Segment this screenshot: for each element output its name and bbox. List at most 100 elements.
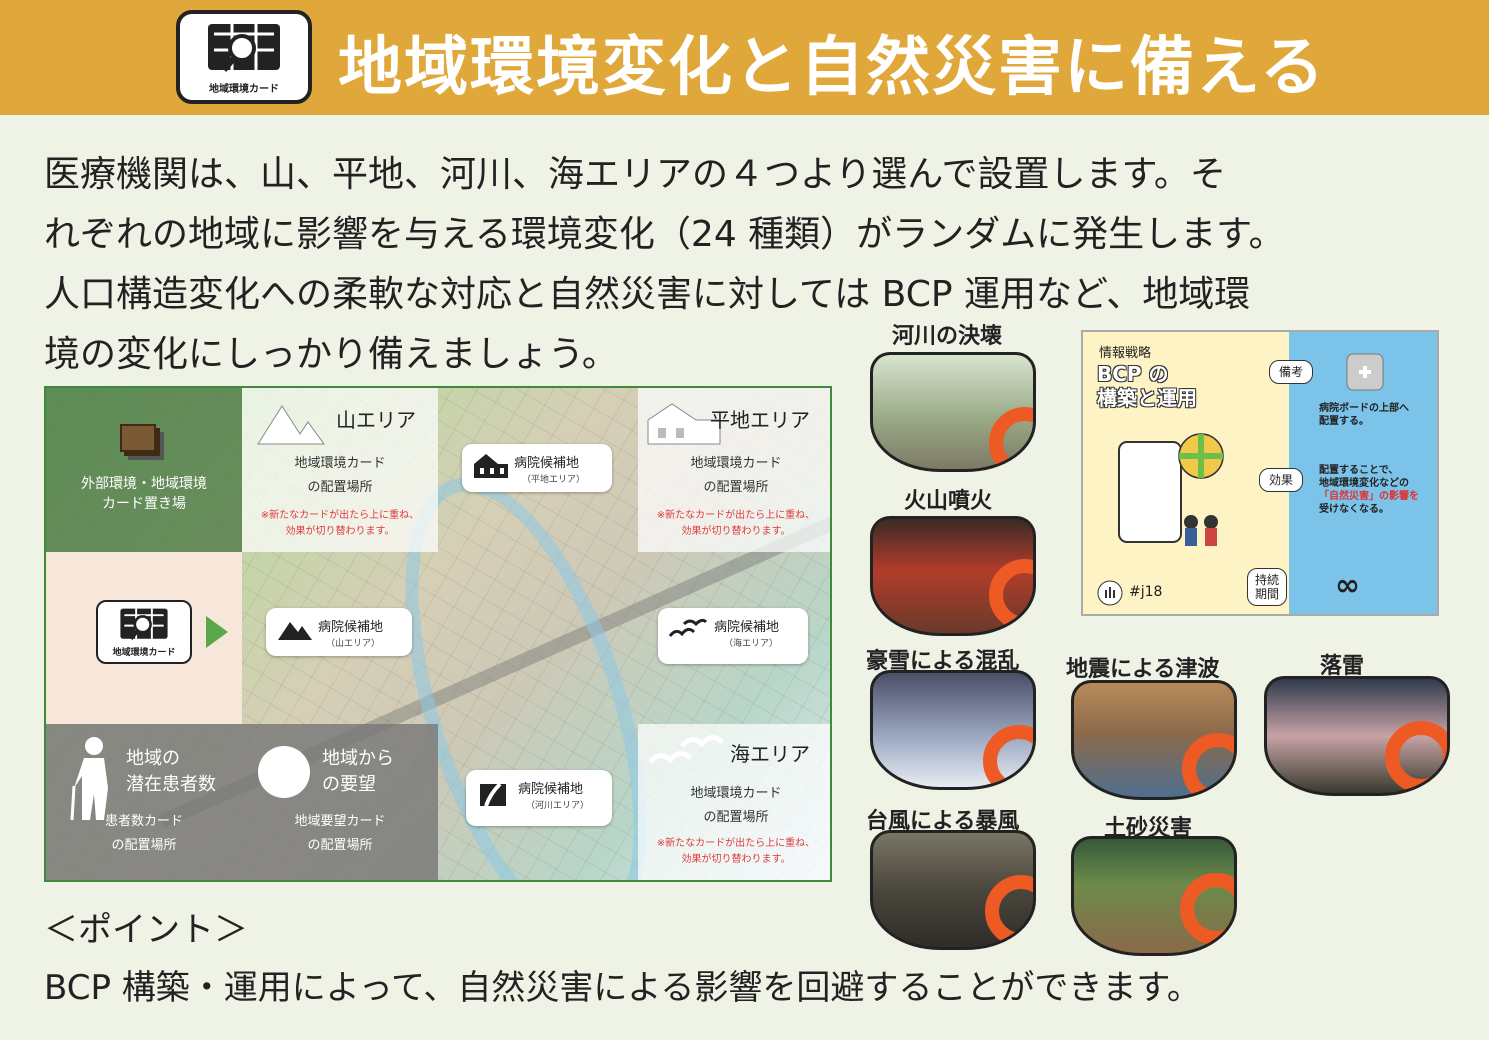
- site-title: 病院候補地: [518, 782, 584, 797]
- outside-card-slot[interactable]: 外部環境・地域環境 カード置き場: [46, 388, 242, 552]
- bcp-text-line: 配置することで、: [1319, 465, 1399, 476]
- sea-area-title: 海エリア: [730, 742, 810, 766]
- hospital-site-river[interactable]: 病院候補地 （河川エリア）: [466, 770, 612, 826]
- bcp-text-line: 受けなくなる。: [1319, 504, 1389, 515]
- area-note-line: 効果が切り替わります。: [681, 526, 791, 537]
- bcp-duration-line: 持続: [1254, 573, 1279, 587]
- area-note-line: 効果が切り替わります。: [285, 526, 395, 537]
- intro-line: 境の変化にしっかり備えましょう。: [44, 334, 618, 375]
- hospital-site-plain[interactable]: 病院候補地 （平地エリア）: [462, 444, 612, 492]
- plain-area-title: 平地エリア: [710, 408, 810, 432]
- disaster-card-volcano[interactable]: [870, 516, 1036, 636]
- requests-label-line: の要望: [322, 774, 376, 795]
- bcp-effect-text: 配置することで、 地域環境変化などの 「自然災害」の影響を 受けなくなる。: [1319, 464, 1419, 516]
- disaster-marker-ring: [1182, 733, 1234, 797]
- area-body-line: 地域環境カード: [690, 786, 782, 801]
- area-body-line: 地域環境カード: [294, 456, 386, 471]
- bcp-text-line: 「自然災害」の影響を: [1319, 491, 1419, 502]
- house-icon: [647, 403, 721, 445]
- outside-slot-label: カード置き場: [102, 496, 186, 512]
- disaster-title: 河川の決壊: [892, 324, 1003, 349]
- game-board: 外部環境・地域環境 カード置き場 地域環境カード 山エリア 地域環境カード の配…: [44, 386, 832, 882]
- regional-card-logo: 地域環境カード: [176, 10, 312, 104]
- patients-slot-label[interactable]: 患者数カード の配置場所: [46, 810, 242, 858]
- disaster-title: 地震による津波: [1066, 657, 1220, 682]
- bcp-document-illustration: [1118, 433, 1224, 546]
- bcp-text-line: 地域環境変化などの: [1319, 478, 1409, 489]
- mountain-area-note: ※新たなカードが出たら上に重ね、 効果が切り替わります。: [242, 508, 438, 540]
- disaster-marker-ring: [983, 725, 1033, 787]
- area-note-line: 効果が切り替わります。: [681, 854, 791, 865]
- site-subtitle: （海エリア）: [724, 639, 779, 649]
- slot-label-line: 患者数カード: [104, 814, 183, 829]
- hospital-site-mountain[interactable]: 病院候補地 （山エリア）: [266, 608, 412, 656]
- bcp-duration-value: ∞: [1335, 568, 1360, 603]
- regional-card-mini-logo[interactable]: 地域環境カード: [96, 600, 192, 664]
- bcp-strategy-card[interactable]: 情報戦略 BCP の 構築と運用 備考 病院ボードの上部へ 配置する。 効果 配…: [1081, 330, 1439, 616]
- river-icon: [480, 782, 506, 807]
- disaster-card-tsunami[interactable]: [1071, 680, 1237, 800]
- bcp-duration-label: 持続 期間: [1247, 568, 1287, 606]
- hospital-site-sea[interactable]: 病院候補地 （海エリア）: [658, 608, 808, 664]
- area-note-line: ※新たなカードが出たら上に重ね、: [656, 838, 816, 849]
- intro-text: 医療機関は、山、平地、河川、海エリアの４つより選んで設置します。そ れぞれの地域…: [44, 145, 1464, 385]
- mountain-area-slot[interactable]: [242, 388, 438, 552]
- bcp-remark-label: 備考: [1269, 360, 1313, 384]
- slot-label-line: 地域要望カード: [294, 814, 386, 829]
- requests-label: 地域から の要望: [322, 746, 394, 798]
- elderly-person-icon: [70, 737, 108, 820]
- disaster-card-typhoon[interactable]: [870, 830, 1036, 950]
- intro-line: れぞれの地域に影響を与える環境変化（24 種類）がランダムに発生します。: [44, 214, 1285, 255]
- disaster-marker-ring: [989, 407, 1033, 469]
- disaster-marker-ring: [1385, 721, 1447, 793]
- outside-slot-label: 外部環境・地域環境: [81, 476, 207, 492]
- plain-area-note: ※新たなカードが出たら上に重ね、 効果が切り替わります。: [638, 508, 830, 540]
- intro-line: 医療機関は、山、平地、河川、海エリアの４つより選んで設置します。そ: [44, 154, 1226, 195]
- bcp-title-line: 構築と運用: [1097, 386, 1197, 410]
- point-body: BCP 構築・運用によって、自然災害による影響を回避することができます。: [44, 968, 1201, 1008]
- disaster-marker-ring: [985, 875, 1033, 947]
- page-title: 地域環境変化と自然災害に備える: [338, 31, 1327, 105]
- logo-label: 地域環境カード: [209, 84, 279, 95]
- seagull-icon: [648, 735, 724, 764]
- area-body-line: 地域環境カード: [690, 456, 782, 471]
- bcp-category: 情報戦略: [1099, 346, 1152, 361]
- disaster-marker-ring: [989, 559, 1033, 631]
- disaster-title: 台風による暴風: [866, 809, 1020, 834]
- site-title: 病院候補地: [318, 620, 384, 635]
- bcp-remark-text: 病院ボードの上部へ 配置する。: [1319, 402, 1409, 428]
- header-bar: 地域環境カード 地域環境変化と自然災害に備える: [0, 0, 1489, 115]
- intro-line: 人口構造変化への柔軟な対応と自然災害に対しては BCP 運用など、地域環: [44, 274, 1251, 315]
- shield-card-icon: [1346, 353, 1384, 391]
- house-icon: [474, 454, 508, 478]
- arrow-right-icon: [206, 616, 228, 648]
- bcp-effect-label: 効果: [1259, 468, 1303, 492]
- bcp-card-id: #j18: [1129, 584, 1163, 600]
- disaster-card-lightning[interactable]: [1264, 676, 1450, 796]
- mountain-area-title: 山エリア: [336, 408, 416, 432]
- card-stack-icon: [120, 424, 156, 452]
- mountain-icon: [257, 405, 325, 445]
- disaster-title: 火山噴火: [904, 489, 993, 514]
- mountain-icon: [278, 622, 312, 640]
- requests-label-line: 地域から: [322, 748, 394, 769]
- point-heading: ＜ポイント＞: [44, 910, 248, 950]
- requests-slot-label[interactable]: 地域要望カード の配置場所: [242, 810, 438, 858]
- site-subtitle: （平地エリア）: [522, 475, 586, 485]
- bcp-text-line: 病院ボードの上部へ: [1319, 403, 1409, 414]
- seagull-icon: [668, 618, 708, 637]
- sea-area-slot[interactable]: [638, 724, 830, 880]
- disaster-card-landslide[interactable]: [1071, 836, 1237, 956]
- sea-area-note: ※新たなカードが出たら上に重ね、 効果が切り替わります。: [638, 836, 830, 868]
- sea-area-body: 地域環境カード の配置場所: [638, 782, 830, 830]
- patient-request-area: 地域の 潜在患者数 患者数カード の配置場所 地域から の要望 地域要望カード …: [46, 724, 438, 880]
- disaster-card-river-burst[interactable]: [870, 352, 1036, 472]
- hand-icon: [1097, 580, 1123, 606]
- area-body-line: の配置場所: [703, 480, 769, 495]
- disaster-card-heavy-snow[interactable]: [870, 670, 1036, 790]
- slot-label-line: の配置場所: [307, 838, 373, 853]
- patients-label: 地域の 潜在患者数: [126, 746, 216, 798]
- bcp-text-line: 配置する。: [1319, 416, 1369, 427]
- disaster-title: 豪雪による混乱: [866, 649, 1020, 674]
- magnifier-map-icon: [120, 608, 168, 641]
